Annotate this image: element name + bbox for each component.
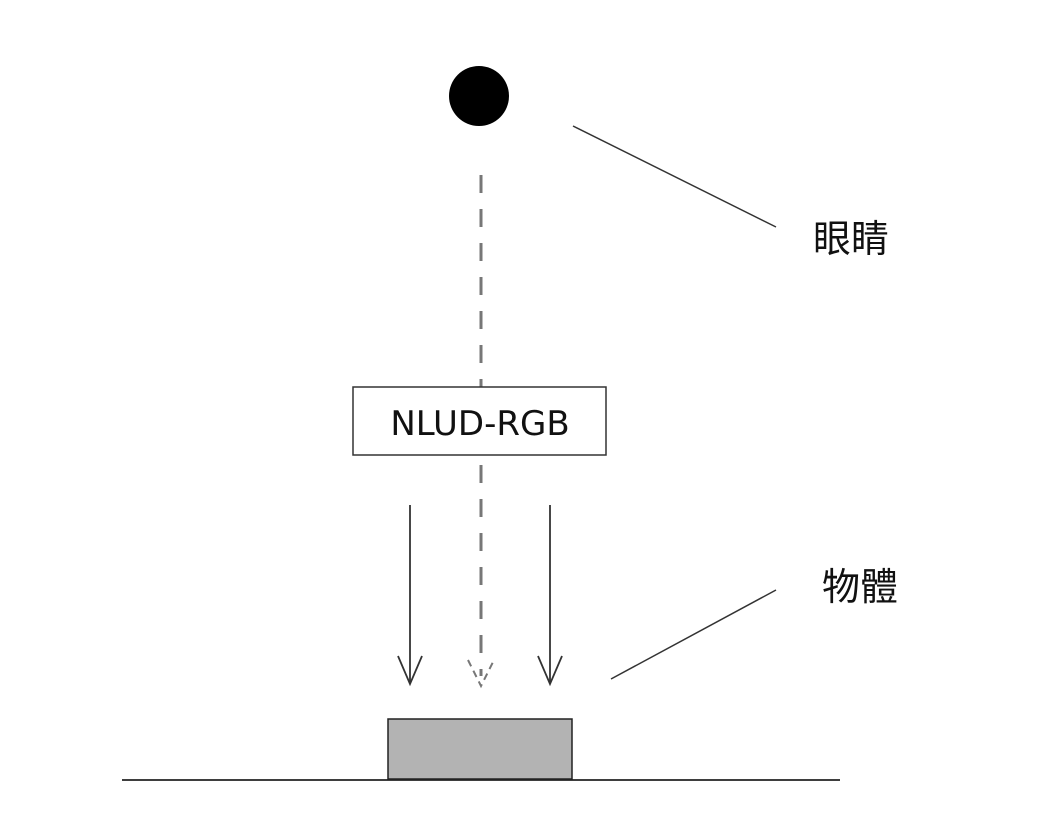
object-block xyxy=(387,718,573,780)
nlud-rgb-label: NLUD-RGB xyxy=(390,404,569,444)
nlud-rgb-box xyxy=(352,386,607,456)
object-leader-line xyxy=(610,589,777,680)
left-arrow-head xyxy=(397,655,423,687)
right-arrow-head xyxy=(537,655,563,687)
eye-label: 眼睛 xyxy=(813,217,889,261)
sight-arrow-head xyxy=(467,659,495,689)
object-label: 物體 xyxy=(822,565,898,609)
eye-leader-line xyxy=(572,125,777,228)
eye-dot xyxy=(449,66,509,126)
